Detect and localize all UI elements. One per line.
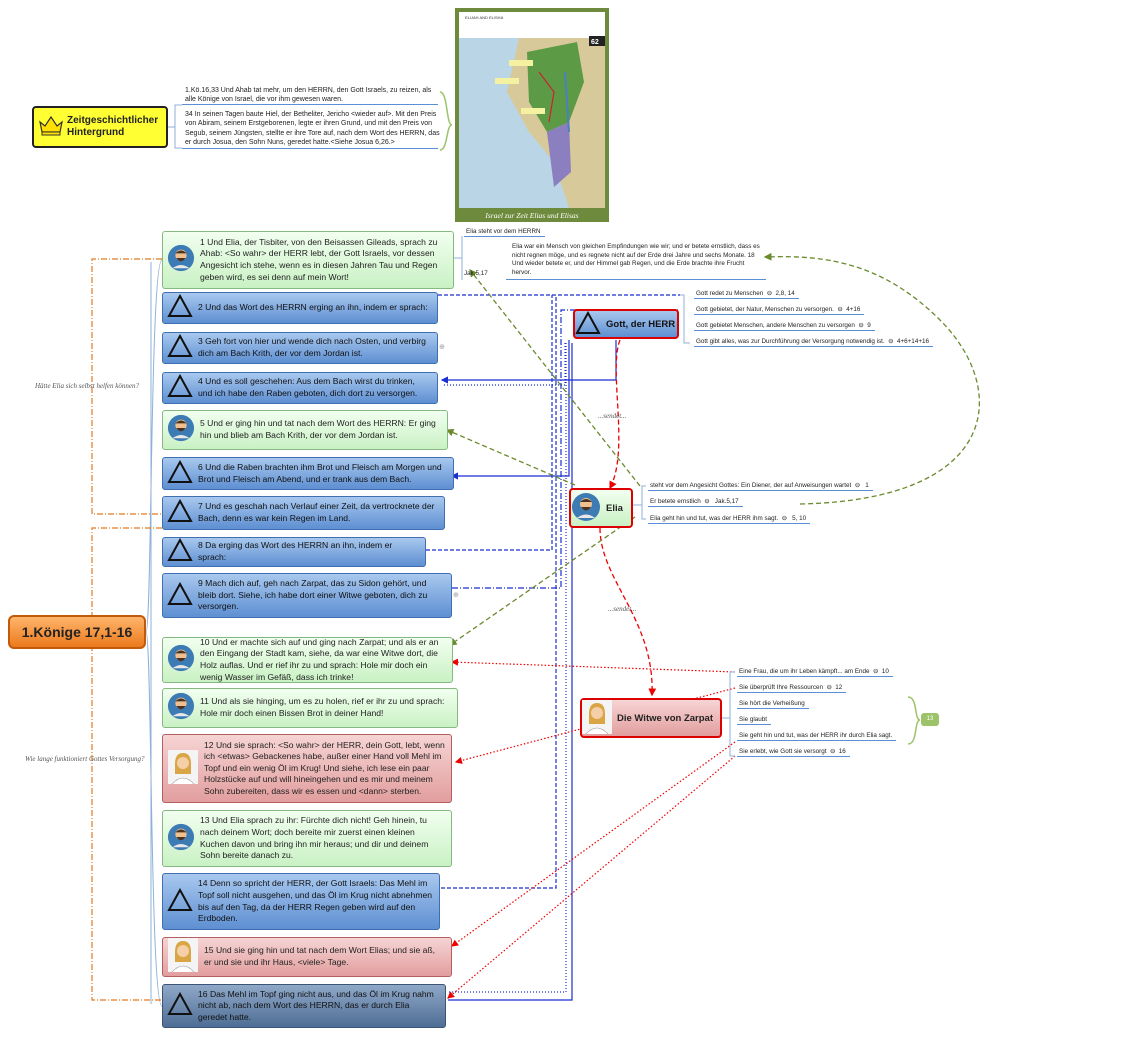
verse-node-15[interactable]: 15 Und sie ging hin und tat nach dem Wor…: [162, 937, 452, 977]
verse-text: 15 Und sie ging hin und tat nach dem Wor…: [204, 945, 436, 967]
triangle-icon: [167, 294, 193, 322]
widow-item-2[interactable]: Sie überprüft Ihre Ressourcen ⊖ 12: [737, 684, 847, 693]
verse-text: 2 Und das Wort des HERRN erging an ihn, …: [198, 302, 428, 313]
verse-node-14[interactable]: 14 Denn so spricht der HERR, der Gott Is…: [162, 873, 440, 930]
verse-node-16[interactable]: 16 Das Mehl im Topf ging nicht aus, und …: [162, 984, 446, 1028]
verse-text: 5 Und er ging hin und tat nach dem Wort …: [200, 418, 436, 440]
verse-node-10[interactable]: 10 Und er machte sich auf und ging nach …: [162, 637, 453, 683]
history-title: Zeitgeschichtlicher Hintergrund: [67, 115, 159, 138]
verse-node-2[interactable]: 2 Und das Wort des HERRN erging an ihn, …: [162, 292, 438, 324]
verse-node-11[interactable]: 11 Und als sie hinging, um es zu holen, …: [162, 688, 458, 728]
verse-text: 16 Das Mehl im Topf ging nicht aus, und …: [198, 988, 434, 1022]
verse-text: 13 Und Elia sprach zu ihr: Fürchte dich …: [200, 815, 429, 861]
god-title: Gott, der HERR: [606, 318, 676, 330]
widow-item-4[interactable]: Sie glaubt: [737, 716, 772, 725]
widow-node[interactable]: Die Witwe von Zarpat: [580, 698, 722, 738]
triangle-icon: [167, 992, 193, 1020]
verse-text: 7 Und es geschah nach Verlauf einer Zeit…: [198, 501, 435, 523]
verse-text: 9 Mach dich auf, geh nach Zarpat, das zu…: [198, 578, 428, 612]
verse-text: 10 Und er machte sich auf und ging nach …: [200, 636, 439, 682]
question-note-1: Hätte Elia sich selbst helfen können?: [35, 382, 140, 390]
sendet-label-2: ...sendet...: [608, 605, 637, 613]
map-heading: ELIJAH AND ELISHA: [465, 15, 504, 20]
expand-icon[interactable]: ⊕: [453, 592, 459, 599]
elia-avatar-icon: [167, 823, 195, 855]
verse-text: 11 Und als sie hinging, um es zu holen, …: [200, 696, 445, 718]
map-caption: Israel zur Zeit Elias und Elisas: [485, 211, 579, 220]
god-item-3[interactable]: Gott gebietet Menschen, andere Menschen …: [694, 322, 875, 331]
elia-avatar-icon: [167, 244, 195, 276]
widow-item-1[interactable]: Eine Frau, die um ihr Leben kämpft... am…: [737, 668, 893, 677]
verse-node-13[interactable]: 13 Und Elia sprach zu ihr: Fürchte dich …: [162, 810, 452, 867]
root-node[interactable]: 1.Könige 17,1-16: [8, 615, 146, 649]
triangle-icon: [575, 310, 601, 338]
verse-text: 1 Und Elia, der Tisbiter, von den Beisas…: [200, 236, 438, 282]
verse-node-12[interactable]: 12 Und sie sprach: <So wahr> der HERR, d…: [162, 734, 452, 803]
verse-node-3[interactable]: 3 Geh fort von hier und wende dich nach …: [162, 332, 438, 364]
history-text-2: 34 In seinen Tagen baute Hiel, der Bethe…: [185, 111, 440, 147]
triangle-icon: [167, 887, 193, 916]
crown-icon: [38, 114, 64, 140]
elia-avatar-icon: [167, 644, 195, 676]
triangle-icon: [167, 374, 193, 402]
jak-title: Elia steht vor dem HERRN: [464, 228, 545, 237]
question-note-2: Wie lange funktioniert Gottes Versorgung…: [25, 755, 145, 763]
verse-text: 14 Denn so spricht der HERR, der Gott Is…: [198, 878, 433, 924]
history-node[interactable]: Zeitgeschichtlicher Hintergrund: [32, 106, 168, 148]
verse-node-4[interactable]: 4 Und es soll geschehen: Aus dem Bach wi…: [162, 372, 438, 404]
jak-text: Elia war ein Mensch von gleichen Empfind…: [512, 243, 760, 276]
god-item-2[interactable]: Gott gebietet, der Natur, Menschen zu ve…: [694, 306, 865, 315]
triangle-icon: [167, 499, 193, 527]
jak-ref: Jak.5,17: [464, 270, 488, 277]
verse-node-7[interactable]: 7 Und es geschah nach Verlauf einer Zeit…: [162, 496, 445, 530]
god-item-1[interactable]: Gott redet zu Menschen ⊖ 2,8, 14: [694, 290, 799, 299]
elia-title: Elia: [606, 502, 623, 514]
god-node[interactable]: Gott, der HERR: [573, 309, 679, 339]
map-number: 62: [591, 39, 599, 46]
verse-node-8[interactable]: 8 Da erging das Wort des HERRN an ihn, i…: [162, 537, 426, 567]
elia-node[interactable]: Elia: [569, 488, 633, 528]
expand-icon[interactable]: ⊕: [439, 344, 445, 351]
widow-title: Die Witwe von Zarpat: [617, 712, 713, 724]
verse-node-9[interactable]: 9 Mach dich auf, geh nach Zarpat, das zu…: [162, 573, 452, 618]
god-item-4[interactable]: Gott gibt alles, was zur Durchführung de…: [694, 338, 933, 347]
widow-item-5[interactable]: Sie geht hin und tut, was der HERR ihr d…: [737, 732, 897, 741]
triangle-icon: [167, 334, 193, 362]
triangle-icon: [167, 581, 193, 610]
sendet-label-1: ...sendet...: [598, 412, 627, 420]
verse-node-5[interactable]: 5 Und er ging hin und tat nach dem Wort …: [162, 410, 448, 450]
elia-item-1[interactable]: steht vor dem Angesicht Gottes: Ein Dien…: [648, 482, 873, 491]
elia-item-3[interactable]: Elia geht hin und tut, was der HERR ihm …: [648, 515, 811, 524]
verse-text: 6 Und die Raben brachten ihm Brot und Fl…: [198, 461, 442, 484]
elia-avatar-icon: [571, 492, 601, 525]
triangle-icon: [167, 538, 193, 566]
widow-item-3[interactable]: Sie hört die Verheißung: [737, 700, 809, 709]
widow-avatar-icon: [582, 699, 612, 737]
elia-avatar-icon: [167, 414, 195, 446]
verse-node-6[interactable]: 6 Und die Raben brachten ihm Brot und Fl…: [162, 457, 454, 490]
history-text-1: 1.Kö.16,33 Und Ahab tat mehr, um den HER…: [185, 87, 432, 104]
widow-avatar-icon: [167, 749, 199, 788]
elia-avatar-icon: [167, 692, 195, 724]
map-image: 62 ELIJAH AND ELISHA Israel zur Zeit Eli…: [455, 8, 609, 222]
verse-node-1[interactable]: 1 Und Elia, der Tisbiter, von den Beisas…: [162, 231, 454, 289]
verse-text: 4 Und es soll geschehen: Aus dem Bach wi…: [198, 376, 418, 398]
verse-text: 12 Und sie sprach: <So wahr> der HERR, d…: [204, 739, 445, 796]
widow-avatar-icon: [167, 938, 199, 976]
verse-text: 8 Da erging das Wort des HERRN an ihn, i…: [198, 540, 393, 562]
triangle-icon: [167, 459, 193, 488]
widow-item-6[interactable]: Sie erlebt, wie Gott sie versorgt ⊖ 16: [737, 748, 850, 757]
elia-item-2[interactable]: Er betete ernstlich ⊖ Jak.5,17: [648, 498, 743, 507]
widow-badge[interactable]: 13: [921, 713, 939, 726]
verse-text: 3 Geh fort von hier und wende dich nach …: [198, 336, 426, 358]
